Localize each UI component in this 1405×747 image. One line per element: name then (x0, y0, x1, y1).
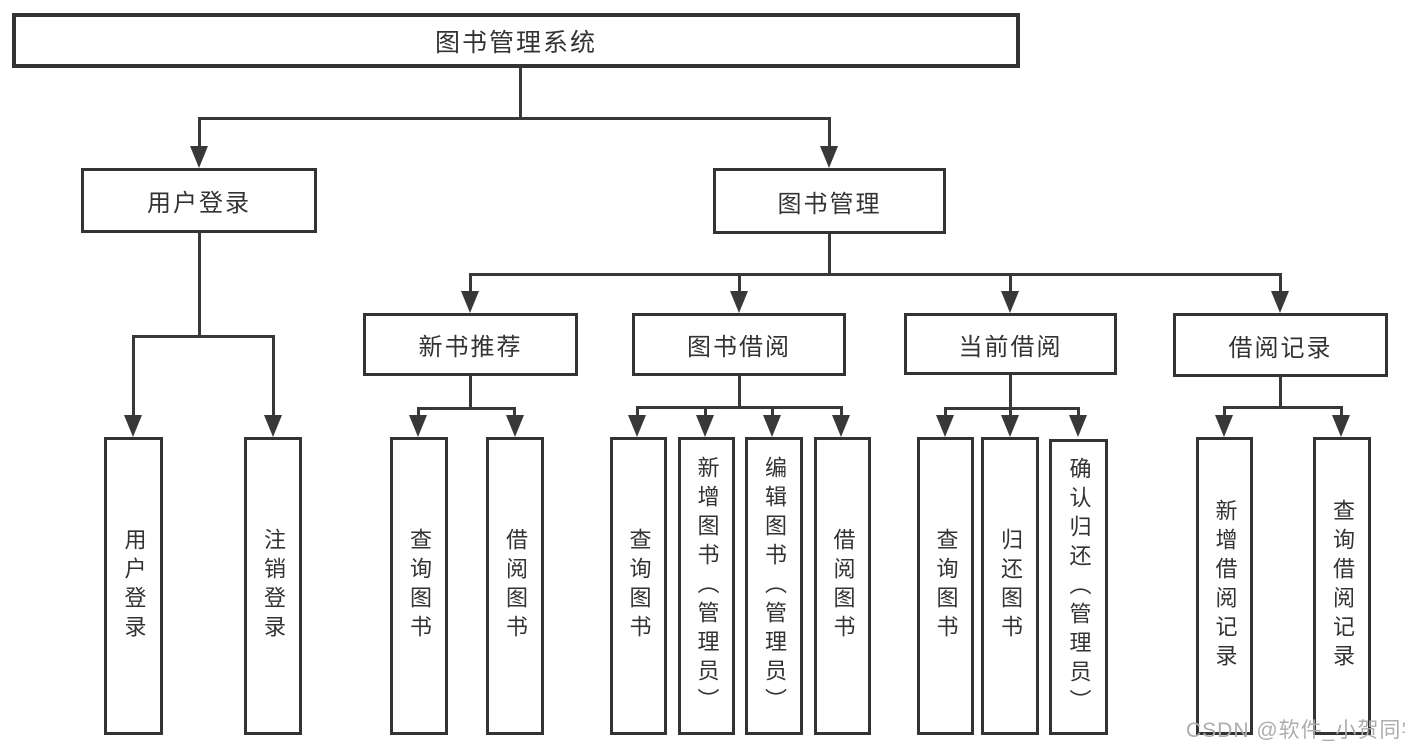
arrow-down-icon (820, 146, 838, 168)
connector-line (944, 407, 1080, 410)
connector-line (519, 68, 522, 117)
connector-line (636, 406, 843, 409)
connector-line (738, 273, 741, 293)
connector-line (828, 117, 831, 148)
arrow-down-icon (506, 415, 524, 437)
connector-line (132, 335, 135, 417)
connector-line (1009, 407, 1012, 417)
arrow-down-icon (1215, 415, 1233, 437)
leaf-bb-borrow-books: 借阅图书 (814, 437, 871, 735)
connector-line (704, 406, 707, 417)
connector-line (469, 273, 472, 293)
node-library-management-system: 图书管理系统 (12, 13, 1020, 68)
arrow-down-icon (936, 415, 954, 437)
arrow-down-icon (1332, 415, 1350, 437)
leaf-nbr-query-books: 查询图书 (390, 437, 448, 735)
connector-line (469, 273, 1282, 276)
connector-line (738, 376, 741, 409)
connector-line (828, 234, 831, 276)
leaf-br-query-record: 查询借阅记录 (1313, 437, 1371, 735)
leaf-br-add-record: 新增借阅记录 (1196, 437, 1253, 735)
arrow-down-icon (763, 415, 781, 437)
arrow-down-icon (264, 415, 282, 437)
connector-line (1223, 406, 1342, 409)
connector-line (132, 335, 275, 338)
arrow-down-icon (832, 415, 850, 437)
connector-line (417, 407, 420, 417)
arrow-down-icon (409, 415, 427, 437)
arrow-down-icon (1001, 415, 1019, 437)
node-book-management: 图书管理 (713, 168, 946, 234)
leaf-cb-confirm-return-admin: 确认归还（管理员） (1049, 439, 1108, 735)
leaf-cb-query-books: 查询图书 (917, 437, 974, 735)
connector-line (513, 407, 516, 417)
connector-line (198, 117, 831, 120)
arrow-down-icon (461, 291, 479, 313)
arrow-down-icon (696, 415, 714, 437)
connector-line (469, 376, 472, 410)
arrow-down-icon (190, 146, 208, 168)
connector-line (1340, 406, 1343, 417)
connector-line (198, 233, 201, 337)
connector-line (1279, 273, 1282, 293)
leaf-cb-return-books: 归还图书 (981, 437, 1039, 735)
leaf-bb-add-books-admin: 新增图书（管理员） (678, 437, 735, 735)
leaf-logout: 注销登录 (244, 437, 302, 735)
leaf-bb-edit-books-admin: 编辑图书（管理员） (745, 437, 803, 735)
connector-line (1279, 377, 1282, 409)
arrow-down-icon (124, 415, 142, 437)
node-new-book-recommendation: 新书推荐 (363, 313, 578, 376)
connector-line (840, 406, 843, 417)
connector-line (272, 335, 275, 417)
node-current-borrowing: 当前借阅 (904, 313, 1117, 375)
connector-line (1009, 273, 1012, 293)
arrow-down-icon (628, 415, 646, 437)
connector-line (771, 406, 774, 417)
arrow-down-icon (1271, 291, 1289, 313)
connector-line (636, 406, 639, 417)
connector-line (1223, 406, 1226, 417)
leaf-bb-query-books: 查询图书 (610, 437, 667, 735)
connector-line (944, 407, 947, 417)
arrow-down-icon (1069, 415, 1087, 437)
node-book-borrowing: 图书借阅 (632, 313, 846, 376)
node-user-login: 用户登录 (81, 168, 317, 233)
arrow-down-icon (730, 291, 748, 313)
arrow-down-icon (1001, 291, 1019, 313)
connector-line (198, 117, 201, 148)
node-borrowing-records: 借阅记录 (1173, 313, 1388, 377)
leaf-nbr-borrow-books: 借阅图书 (486, 437, 544, 735)
csdn-watermark: CSDN @软件_小贺同学 (1186, 719, 1405, 742)
connector-line (1009, 375, 1012, 410)
leaf-user-login: 用户登录 (104, 437, 163, 735)
connector-line (417, 407, 516, 410)
connector-line (1077, 407, 1080, 417)
